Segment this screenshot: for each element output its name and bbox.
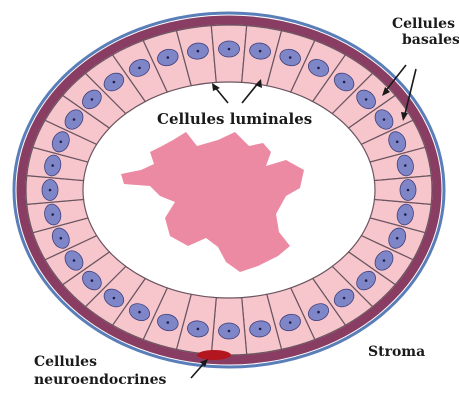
nucleolus [197,328,200,331]
nucleolus [228,330,231,333]
label-cellules-neuroendocrines-line2: neuroendocrines [34,372,166,388]
label-cellules-basales-line1: Cellules [392,16,455,32]
nucleolus [259,50,262,53]
nucleolus [51,213,54,216]
nucleolus [91,279,94,282]
label-cellules-neuroendocrines-line1: Cellules [34,354,97,370]
nucleolus [51,164,54,167]
nucleolus [197,50,200,53]
nucleolus [91,98,94,101]
nucleolus [113,297,116,300]
nucleolus [60,237,63,240]
nucleolus [138,67,141,70]
nucleolus [343,297,346,300]
nucleolus [60,141,63,144]
label-stroma: Stroma [368,344,425,360]
nucleolus [343,81,346,84]
nucleolus [317,67,320,70]
nucleolus [73,259,76,262]
nucleolus [404,213,407,216]
nucleolus [404,164,407,167]
label-cellules-basales-line2: basales [402,32,459,48]
nucleolus [73,118,76,121]
nucleolus [228,48,231,51]
nucleolus [396,141,399,144]
nucleolus [167,56,170,59]
nucleolus [289,321,292,324]
nucleolus [383,259,386,262]
nucleolus [365,98,368,101]
nucleolus [289,56,292,59]
nucleolus [49,189,52,192]
nucleolus [138,311,141,314]
nucleolus [396,237,399,240]
nucleolus [383,118,386,121]
nucleolus [113,81,116,84]
nucleolus [167,321,170,324]
luminal-arrowhead-left [212,83,220,91]
nucleolus [259,328,262,331]
nucleolus [407,189,410,192]
nucleolus [317,311,320,314]
label-cellules-luminales: Cellules luminales [157,110,312,128]
lumen-secretion [121,132,304,272]
nucleolus [365,279,368,282]
neuroendocrine-cell [197,350,231,360]
